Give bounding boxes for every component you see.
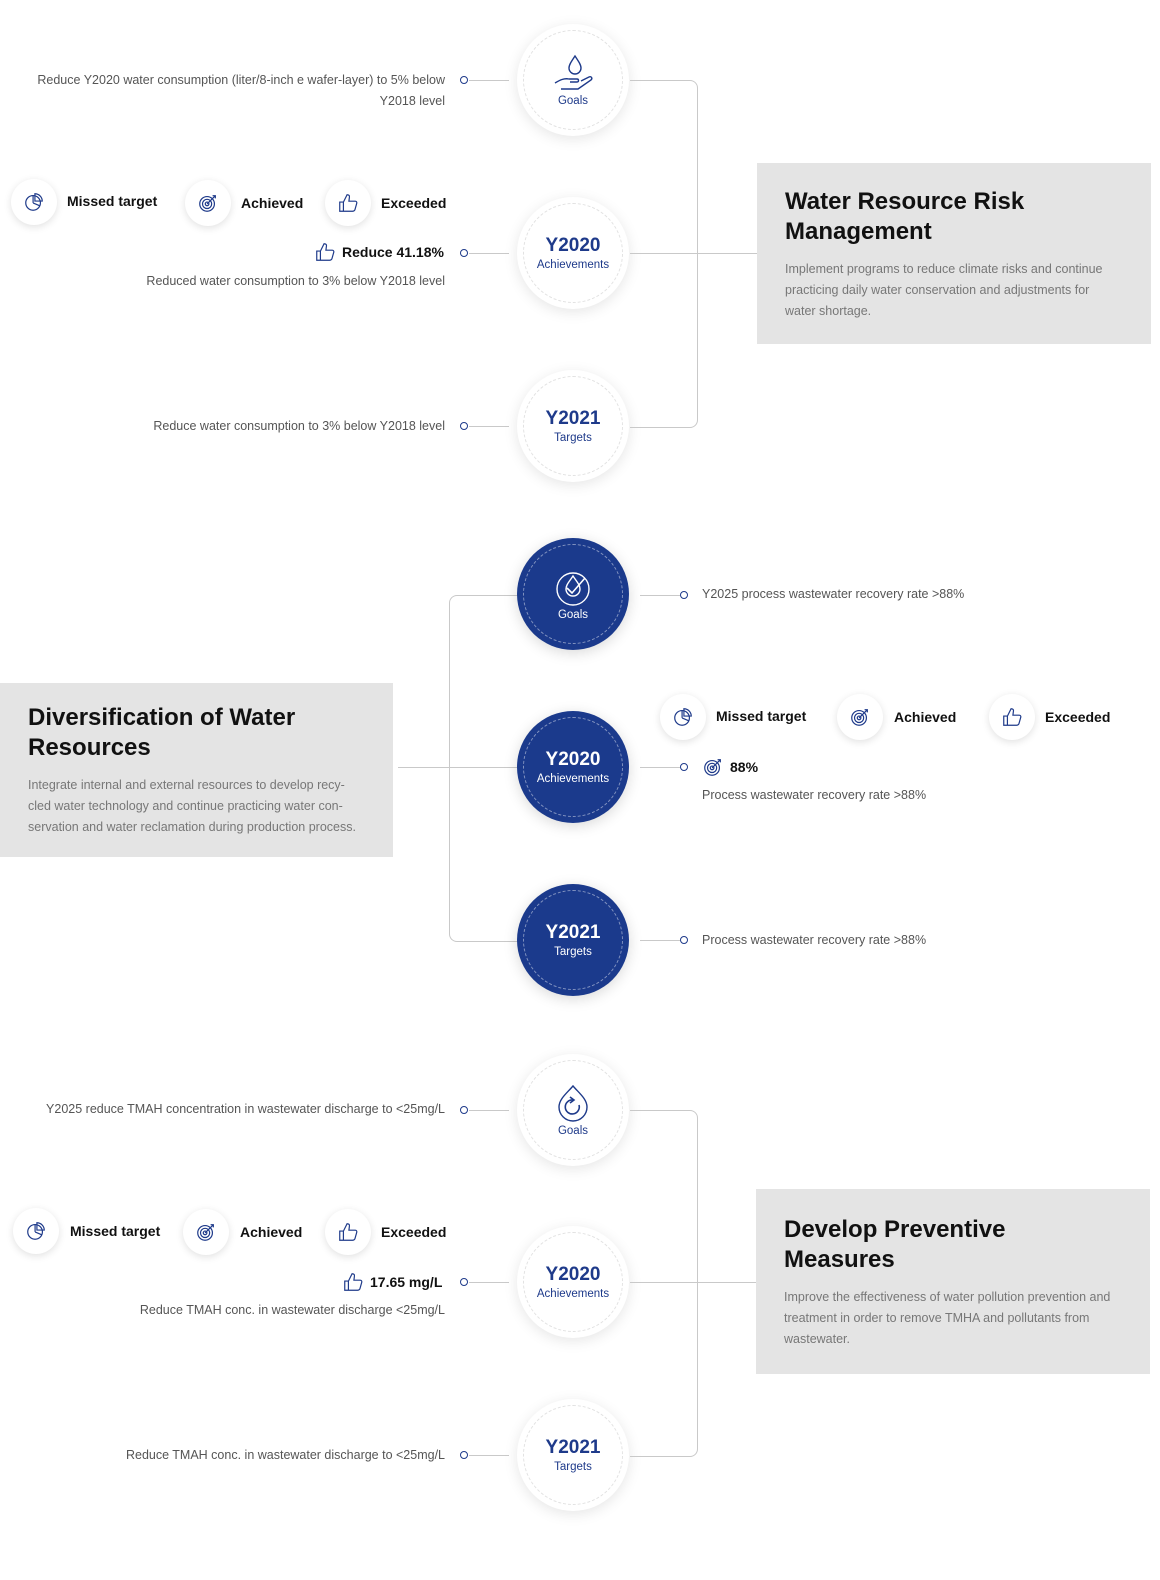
goals-circle: Goals — [517, 538, 629, 650]
legend-missed-label: Missed target — [70, 1223, 161, 1239]
targets-circle: Y2021 Targets — [517, 370, 629, 482]
legend-achieved-icon — [185, 180, 231, 226]
section-description: Implement programs to reduce climate ris… — [785, 262, 1103, 318]
connector-dot — [460, 422, 468, 430]
legend-exceeded-icon — [989, 694, 1035, 740]
targets-label: Targets — [554, 946, 592, 958]
achievement-text: Process wastewater recovery rate >88% — [702, 788, 927, 802]
thumbs-up-icon — [339, 1223, 358, 1241]
legend-achieved-icon — [837, 694, 883, 740]
achievements-year: Y2020 — [545, 1264, 601, 1285]
thumbs-up-icon — [316, 243, 335, 261]
target-text: Reduce water consumption to 3% below Y20… — [153, 419, 445, 433]
section-panel: Water Resource Risk Management Implement… — [757, 163, 1151, 344]
target-icon — [851, 709, 868, 726]
legend-missed-icon — [11, 179, 57, 225]
achievements-year: Y2020 — [545, 235, 601, 256]
goals-label: Goals — [557, 609, 589, 621]
goals-label: Goals — [557, 95, 589, 107]
thumbs-up-icon — [1003, 708, 1022, 726]
target-text: Reduce TMAH conc. in wastewater discharg… — [125, 1448, 445, 1462]
legend-exceeded-label: Exceeded — [381, 1224, 447, 1240]
goals-circle: Goals — [517, 24, 629, 136]
targets-label: Targets — [554, 1461, 592, 1473]
pie-chart-icon — [27, 1222, 45, 1240]
thumbs-up-icon — [339, 194, 358, 212]
section-water-risk: Reduce Y2020 water consumption (liter/8-… — [0, 0, 1160, 500]
goals-label: Goals — [557, 1125, 589, 1137]
achievements-circle: Y2020 Achievements — [517, 197, 629, 309]
connector-dot — [460, 249, 468, 257]
target-icon — [197, 1224, 214, 1241]
connector-dot — [460, 1278, 468, 1286]
legend-achieved-icon — [183, 1209, 229, 1255]
achievement-result-value: 17.65 mg/L — [370, 1274, 443, 1290]
connector-dot — [680, 936, 688, 944]
targets-year: Y2021 — [545, 922, 601, 943]
goal-text: Y2025 reduce TMAH concentration in waste… — [46, 1102, 445, 1116]
section-title: Diversification of Water Resources — [28, 704, 296, 761]
legend-missed-label: Missed target — [716, 708, 807, 724]
targets-circle: Y2021 Targets — [517, 884, 629, 996]
connector-dot — [460, 76, 468, 84]
goal-text: Reduce Y2020 water consumption (liter/8-… — [37, 73, 445, 108]
water-cycle-icon — [558, 1084, 588, 1122]
goals-circle: Goals — [517, 1054, 629, 1166]
achievements-label: Achievements — [536, 1288, 610, 1300]
section-diversification: Diversification of Water Resources Integ… — [0, 500, 1160, 1020]
targets-year: Y2021 — [545, 408, 601, 429]
legend-missed-label: Missed target — [67, 193, 158, 209]
achievement-result-value: Reduce 41.18% — [342, 244, 444, 260]
achievements-year: Y2020 — [545, 749, 601, 770]
achievements-label: Achievements — [536, 259, 610, 271]
legend-exceeded-icon — [325, 1209, 371, 1255]
legend-achieved-label: Achieved — [240, 1224, 303, 1240]
achievements-circle: Y2020 Achievements — [517, 711, 629, 823]
section-preventive: Y2025 reduce TMAH concentration in waste… — [0, 1030, 1160, 1570]
legend-exceeded-label: Exceeded — [381, 195, 447, 211]
targets-label: Targets — [554, 432, 592, 444]
section-description: Improve the effectiveness of water pollu… — [784, 1290, 1111, 1346]
achievement-result: 88% — [702, 756, 758, 778]
achievements-label: Achievements — [536, 773, 610, 785]
achievement-text: Reduced water consumption to 3% below Y2… — [146, 274, 445, 288]
legend-exceeded-icon — [325, 180, 371, 226]
section-title: Water Resource Risk Management — [785, 188, 1025, 245]
achievement-result-value: 88% — [730, 759, 759, 775]
achievement-result: Reduce 41.18% — [314, 241, 444, 263]
pie-chart-icon — [25, 193, 43, 211]
connector-dot — [680, 763, 688, 771]
achievements-circle: Y2020 Achievements — [517, 1226, 629, 1338]
section-panel: Diversification of Water Resources Integ… — [0, 683, 393, 857]
target-icon — [704, 759, 721, 776]
legend-missed-icon — [660, 694, 706, 740]
water-hand-icon — [554, 54, 593, 90]
targets-circle: Y2021 Targets — [517, 1399, 629, 1511]
goal-text: Y2025 process wastewater recovery rate >… — [702, 587, 965, 601]
achievement-text: Reduce TMAH conc. in wastewater discharg… — [139, 1303, 445, 1317]
connector-dot — [680, 591, 688, 599]
connector-dot — [460, 1106, 468, 1114]
target-text: Process wastewater recovery rate >88% — [702, 933, 927, 947]
pie-chart-icon — [674, 708, 692, 726]
legend-missed-icon — [13, 1208, 59, 1254]
section-description: Integrate internal and external resource… — [28, 778, 356, 834]
thumbs-up-icon — [344, 1273, 363, 1291]
legend-achieved-label: Achieved — [241, 195, 304, 211]
legend-exceeded-label: Exceeded — [1045, 709, 1111, 725]
achievement-result: 17.65 mg/L — [342, 1271, 442, 1293]
section-panel: Develop Preventive Measures Improve the … — [756, 1189, 1150, 1374]
section-title: Develop Preventive Measures — [784, 1216, 1006, 1273]
target-icon — [199, 195, 216, 212]
legend-achieved-label: Achieved — [894, 709, 957, 725]
water-check-icon — [556, 572, 590, 606]
connector-dot — [460, 1451, 468, 1459]
targets-year: Y2021 — [545, 1437, 601, 1458]
